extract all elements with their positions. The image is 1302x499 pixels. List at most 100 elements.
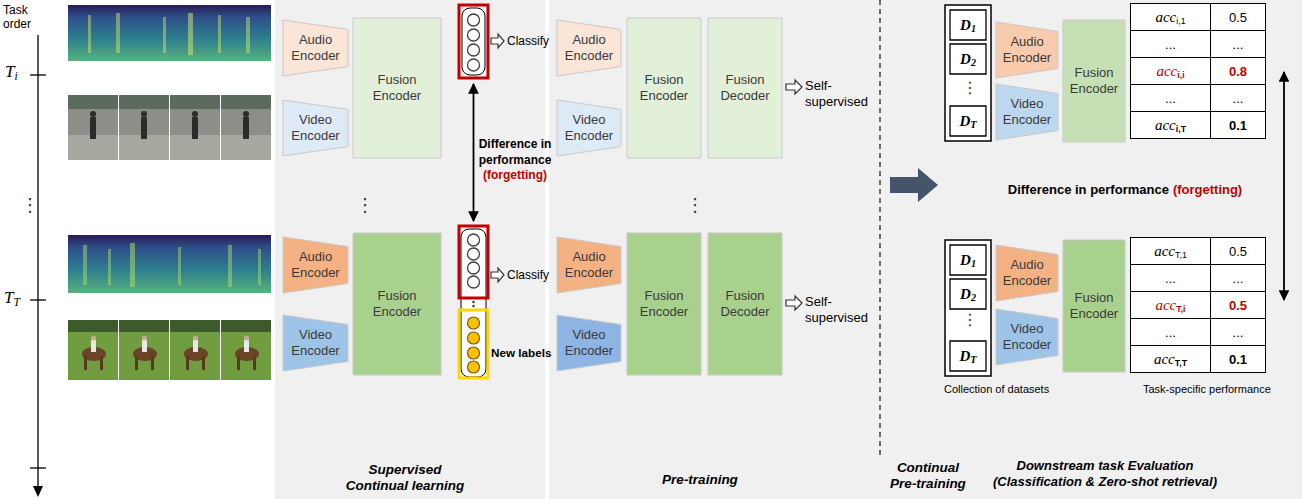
node-text: Video Encoder — [283, 100, 348, 156]
video-frame — [170, 320, 220, 380]
label-text: Task order — [3, 3, 31, 31]
fusion-block: Fusion Encoder — [1063, 20, 1125, 142]
metric-value: 0.5 — [1229, 10, 1247, 25]
fusion-block: Fusion Encoder — [627, 18, 701, 158]
output-unit — [468, 234, 480, 246]
forgetting-arrow — [1283, 72, 1285, 300]
subscript: 2 — [971, 57, 976, 68]
node-text: Fusion Encoder — [353, 233, 441, 375]
encoder-shape — [557, 315, 621, 371]
table-cell: ... — [1211, 85, 1266, 112]
dataset-box: DT — [950, 106, 986, 136]
spectrogram-band — [130, 243, 135, 287]
table-row: accT,10.5 — [1131, 238, 1266, 265]
fusion-shape — [353, 18, 441, 158]
table-row: acci,1 0.5 — [1131, 4, 1266, 31]
table-row: ...... — [1131, 319, 1266, 346]
node-text: Video Encoder — [996, 309, 1058, 365]
metric-symbol: acci,1 — [1155, 9, 1185, 26]
subscript: i,T — [1176, 124, 1186, 134]
label-text: ⋮ — [962, 79, 978, 96]
node-text: D2 — [950, 279, 986, 309]
dataset-shape — [950, 279, 986, 309]
fusion-block: Fusion Encoder — [353, 18, 441, 158]
ellipsis: ... — [1165, 325, 1176, 340]
dataset-shape — [950, 341, 986, 371]
ellipsis: ⋮ — [356, 196, 368, 214]
label-text: Collection of datasets — [944, 383, 1049, 395]
new-labels-note: New labels — [491, 346, 551, 359]
encoder-block: Video Encoder — [557, 315, 621, 371]
encoder-shape — [557, 20, 621, 76]
label-text: Self-supervised — [805, 294, 868, 325]
encoder-shape — [557, 100, 621, 156]
subscript: 1 — [971, 258, 976, 269]
hollow-arrow — [786, 80, 802, 94]
ellipsis: ... — [1165, 91, 1176, 106]
encoder-shape — [283, 237, 348, 293]
node-label: Fusion Decoder — [711, 288, 779, 319]
label-text: T — [5, 62, 14, 81]
panel-title-text: Pre-training — [662, 472, 738, 487]
panel: Supervised Continual learningAudio Encod… — [275, 0, 545, 499]
fusion-block: Fusion Decoder — [708, 233, 782, 375]
node-text: Video Encoder — [283, 315, 348, 371]
block-arrow — [890, 168, 938, 202]
encoder-block: Audio Encoder — [283, 20, 348, 76]
hollow-arrow — [491, 268, 504, 282]
node-label: D — [960, 51, 971, 68]
video-frame — [68, 95, 118, 160]
node-label: Video Encoder — [560, 327, 618, 358]
ellipsis: ... — [1233, 271, 1244, 286]
metric-name: acc — [1156, 63, 1177, 79]
encoder-shape — [996, 309, 1058, 365]
table-cell: acci,i — [1131, 58, 1211, 85]
node-label: Audio Encoder — [999, 257, 1055, 288]
output-layer — [461, 229, 486, 377]
metric-name: acc — [1155, 117, 1176, 133]
node-label: Video Encoder — [286, 327, 345, 358]
fusion-shape — [353, 233, 441, 375]
encoder-shape — [283, 20, 348, 76]
label-text: (forgetting) — [477, 168, 553, 184]
spectrogram-band — [246, 17, 250, 53]
task-label: TT — [4, 288, 20, 308]
fusion-block: Fusion Encoder — [1063, 240, 1125, 372]
panel-title-text: Continual Pre-training — [890, 460, 966, 491]
forgetting-note: Difference in performance(forgetting) — [990, 182, 1260, 197]
node-label: Audio Encoder — [560, 249, 618, 280]
node-label: Video Encoder — [999, 96, 1055, 127]
label-text: T — [4, 288, 13, 307]
dataset-box: DT — [950, 341, 986, 371]
subscript: i,i — [1177, 70, 1184, 80]
fusion-shape — [708, 233, 782, 375]
encoder-block: Audio Encoder — [996, 245, 1058, 301]
ellipsis: ⋮ — [21, 196, 33, 214]
hollow-arrow — [491, 34, 504, 48]
timeline-arrowhead — [33, 486, 43, 497]
output-unit — [468, 262, 480, 274]
old-labels-box — [459, 226, 488, 298]
timeline-tick — [30, 299, 46, 300]
table-cell: 0.5 — [1211, 4, 1266, 31]
table-row: ...... — [1131, 265, 1266, 292]
node-text: Audio Encoder — [996, 245, 1058, 301]
node-label: Audio Encoder — [286, 249, 345, 280]
spectrogram-band — [258, 249, 261, 285]
table-cell: accT,1 — [1131, 238, 1211, 265]
node-text: Fusion Encoder — [1063, 20, 1125, 142]
action-label: Classify — [507, 268, 549, 282]
table-cell: ... — [1131, 85, 1211, 112]
objective-label: Self-supervised — [805, 294, 877, 325]
encoder-block: Video Encoder — [557, 100, 621, 156]
video-frame — [68, 320, 118, 380]
node-text: D1 — [950, 10, 986, 40]
label-text: ⋮ — [356, 195, 374, 215]
new-output-unit — [468, 317, 480, 329]
node-label: Fusion Encoder — [630, 288, 698, 319]
table-row: acci,T0.1 — [1131, 112, 1266, 139]
panel-ground — [275, 0, 545, 499]
table-row: ...... — [1131, 85, 1266, 112]
new-output-unit — [468, 361, 480, 373]
label-text: Task-specific performance — [1143, 383, 1271, 395]
